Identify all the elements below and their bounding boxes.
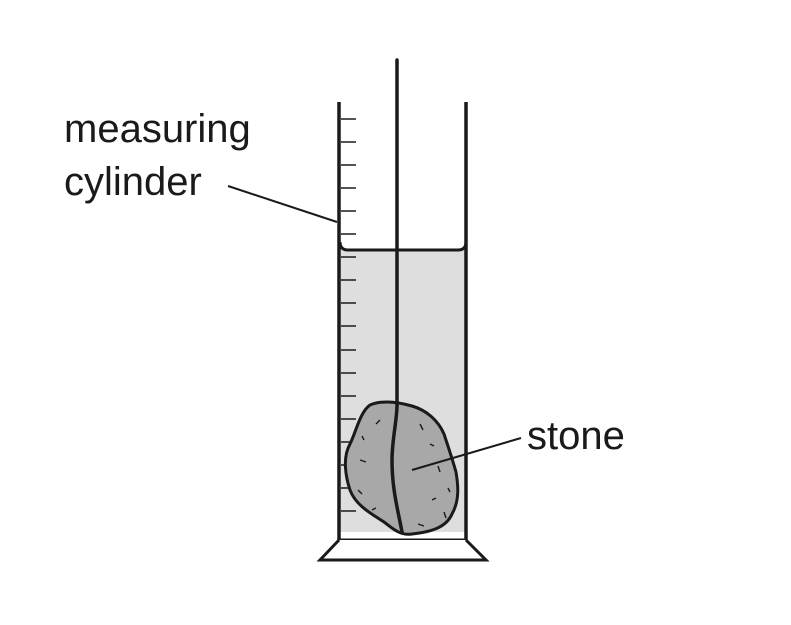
stone-icon	[343, 400, 460, 536]
stone-label-leader	[411, 437, 522, 471]
liquid-surface	[338, 241, 468, 252]
cylinder-base	[316, 538, 490, 562]
cylinder-label-line1: measuring	[64, 107, 251, 151]
stone-label: stone	[527, 414, 625, 458]
cylinder-label-line2: cylinder	[64, 160, 202, 204]
cylinder-label-leader	[227, 185, 338, 223]
thread	[390, 58, 404, 534]
cylinder-scale	[341, 118, 356, 512]
